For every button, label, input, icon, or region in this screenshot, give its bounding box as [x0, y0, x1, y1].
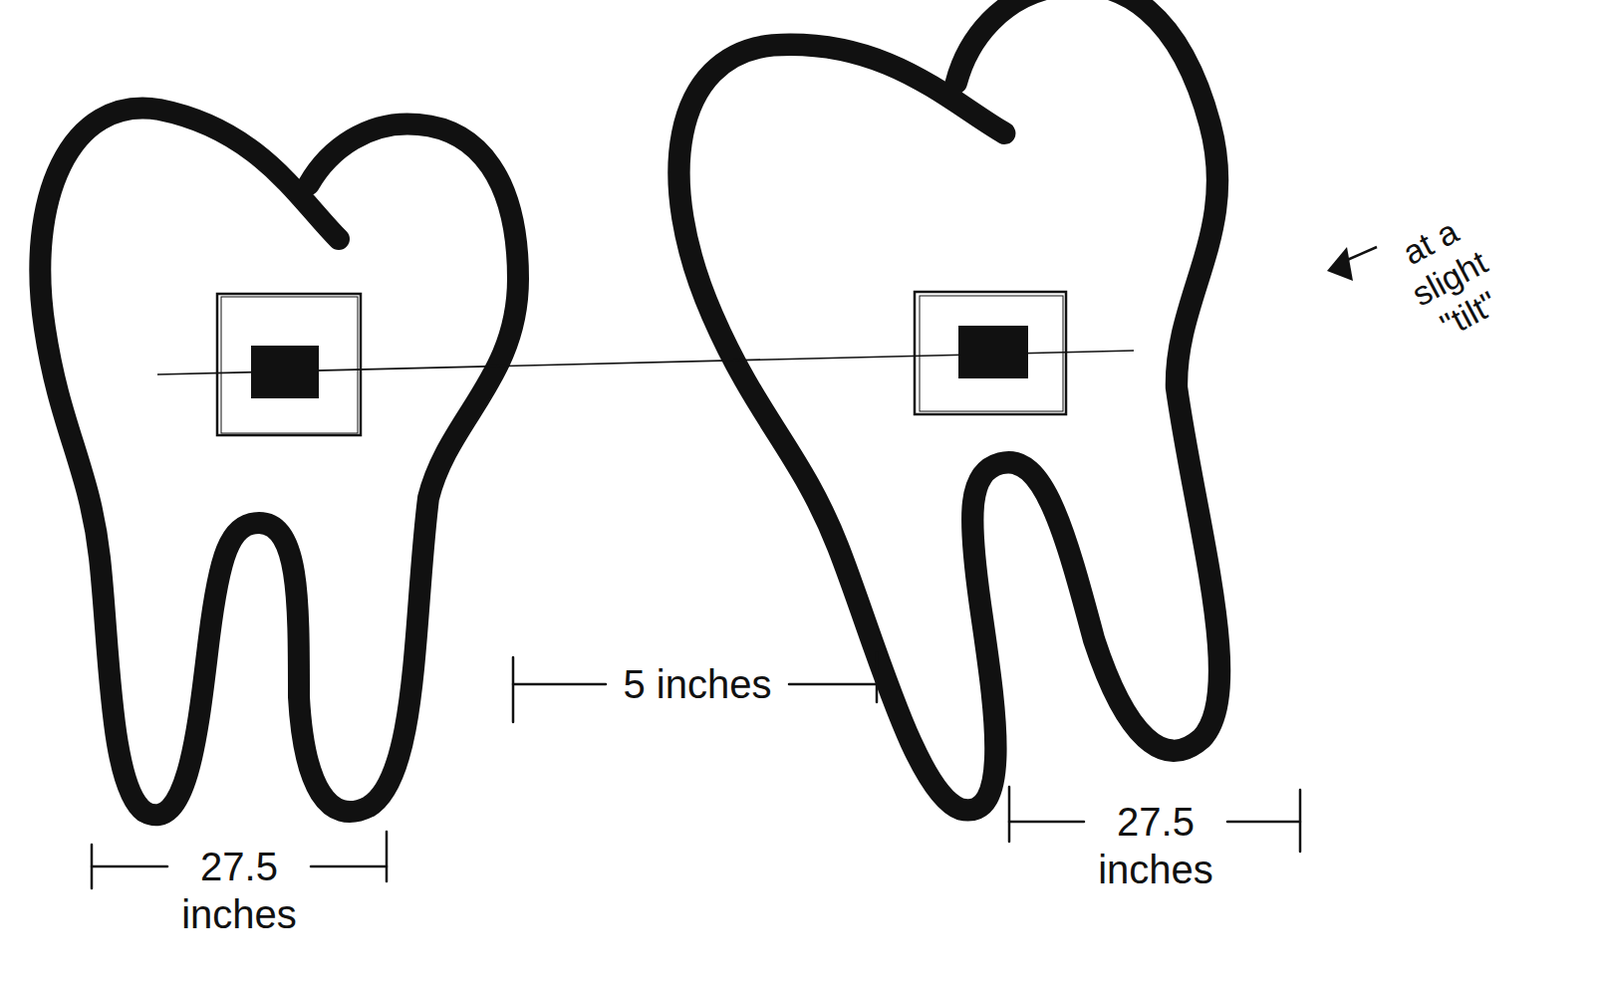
note-label: at a slight "tilt" [1367, 196, 1531, 360]
tooth-outline [643, 0, 1366, 843]
brace-bracket [914, 291, 1067, 415]
brace-bracket [217, 293, 361, 436]
dimension-label: 5 inches [597, 660, 798, 709]
tilt-arrow [1327, 247, 1377, 281]
tilted-tooth [643, 0, 1366, 843]
tooth-outline [39, 108, 519, 816]
dimension-label: 27.5 inches [1080, 798, 1231, 894]
dimension-label: 27.5 inches [164, 842, 314, 939]
